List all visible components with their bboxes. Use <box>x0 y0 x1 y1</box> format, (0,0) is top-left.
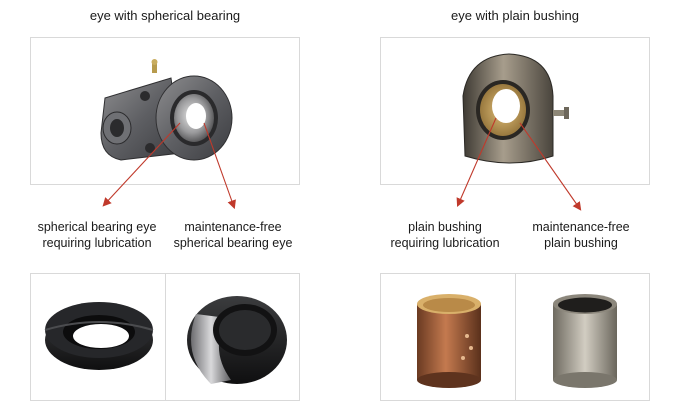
divider <box>165 274 166 400</box>
label-line: spherical bearing eye <box>173 236 293 250</box>
label-plain-maintenance-free: maintenance-free plain bushing <box>506 219 656 251</box>
spherical-eye-image-box <box>30 37 300 185</box>
plain-bushing-parts-image <box>417 294 617 388</box>
label-line: requiring lubrication <box>390 236 500 250</box>
arrow-spherical-maintenance-free <box>203 122 236 210</box>
right-title: eye with plain bushing <box>451 8 579 23</box>
plain-bushing-eye-image <box>462 53 569 164</box>
label-spherical-lubricated: spherical bearing eye requiring lubricat… <box>22 219 172 251</box>
spherical-bearings-image-box <box>30 273 300 401</box>
label-line: spherical bearing eye <box>37 220 157 234</box>
label-line: maintenance-free <box>184 220 282 234</box>
label-plain-lubricated: plain bushing requiring lubrication <box>370 219 520 251</box>
maintenance-free-spherical-bearing <box>187 296 287 384</box>
arrow-plain-maintenance-free <box>519 122 582 211</box>
label-spherical-maintenance-free: maintenance-free spherical bearing eye <box>158 219 308 251</box>
arrow-plain-lubricated <box>456 117 497 208</box>
divider <box>515 274 516 400</box>
plain-eye-image-box <box>380 37 650 185</box>
maintenance-free-plain-bushing <box>553 294 617 388</box>
spherical-bearing-eye-image <box>100 59 233 161</box>
arrow-spherical-lubricated <box>102 122 181 207</box>
lubricated-spherical-bearing <box>44 302 154 370</box>
label-line: requiring lubrication <box>42 236 152 250</box>
spherical-bearing-parts-image <box>44 296 287 384</box>
lubricated-plain-bushing <box>417 294 481 388</box>
plain-bushings-image-box <box>380 273 650 401</box>
label-line: maintenance-free <box>532 220 630 234</box>
label-line: plain bushing <box>544 236 618 250</box>
label-line: plain bushing <box>408 220 482 234</box>
left-title: eye with spherical bearing <box>89 8 241 23</box>
